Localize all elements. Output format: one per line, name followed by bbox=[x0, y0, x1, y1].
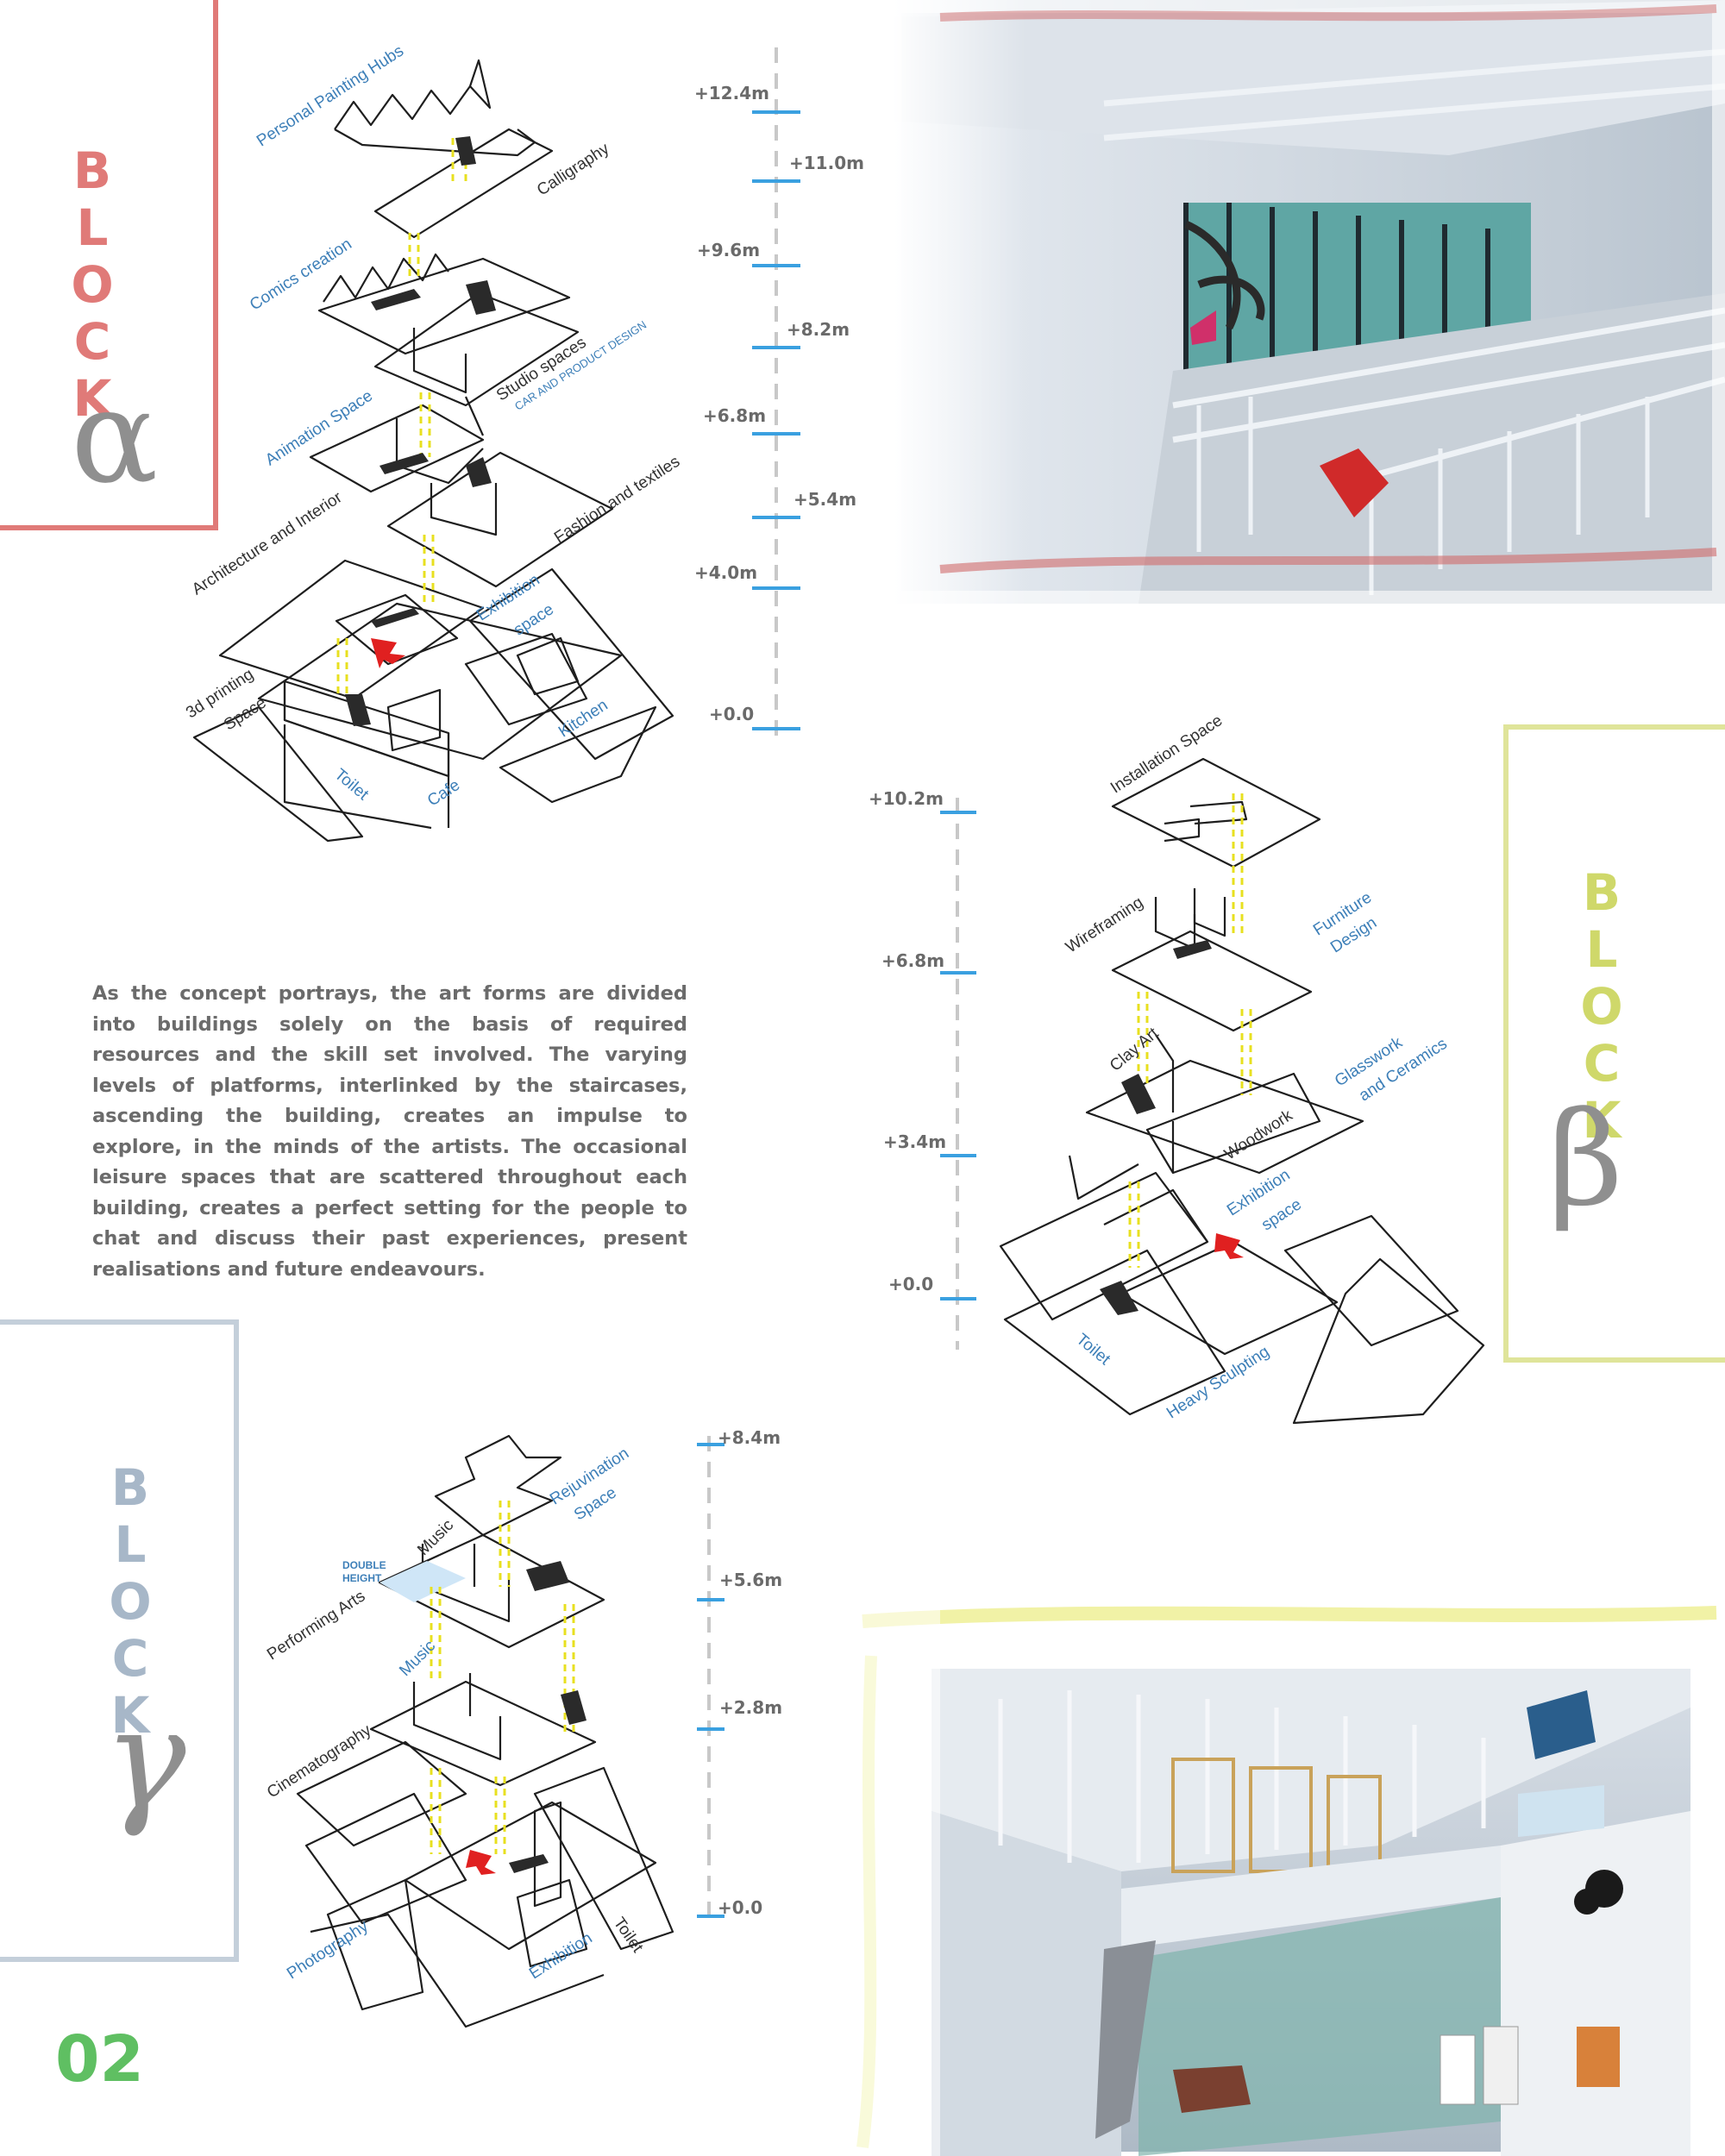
level-label: +5.4m bbox=[794, 489, 857, 510]
block-gamma-letter: C bbox=[111, 1629, 149, 1688]
block-alpha-frame bbox=[0, 0, 218, 530]
label-double-height-2: HEIGHT bbox=[342, 1572, 382, 1584]
block-alpha-greek: α bbox=[71, 362, 159, 512]
block-beta-greek: β bbox=[1548, 1085, 1623, 1235]
level-label: +12.4m bbox=[694, 83, 769, 103]
level-label: +0.0 bbox=[888, 1274, 934, 1294]
block-alpha-letter: C bbox=[73, 312, 111, 371]
block-beta-frame bbox=[1503, 724, 1725, 1363]
page-number: 02 bbox=[55, 2022, 144, 2096]
block-alpha-letter: B bbox=[72, 141, 112, 200]
block-gamma-greek: γ bbox=[104, 1678, 186, 1839]
level-label: +8.2m bbox=[787, 319, 850, 340]
level-label: +5.6m bbox=[719, 1570, 783, 1590]
level-label: +9.6m bbox=[697, 240, 761, 260]
block-beta-letter: L bbox=[1585, 920, 1618, 979]
block-beta-letter: O bbox=[1580, 977, 1623, 1036]
concept-description: As the concept portrays, the art forms a… bbox=[92, 982, 687, 1281]
block-alpha-letter: O bbox=[71, 255, 114, 314]
block-beta-title: B L O C K bbox=[1571, 864, 1632, 1149]
block-gamma-letter: O bbox=[109, 1572, 152, 1631]
level-label: +0.0 bbox=[709, 704, 755, 724]
level-label: +10.2m bbox=[869, 788, 944, 809]
block-alpha-letter: K bbox=[72, 369, 112, 428]
interior-render-bottom bbox=[845, 1587, 1725, 2156]
level-label: +6.8m bbox=[703, 405, 767, 426]
block-gamma-letter: B bbox=[110, 1458, 150, 1517]
level-label: +6.8m bbox=[881, 950, 945, 971]
block-gamma-title: B L O C K bbox=[100, 1459, 160, 1744]
block-gamma-letter: L bbox=[114, 1515, 147, 1574]
level-label: +4.0m bbox=[694, 562, 758, 583]
label-double-height: DOUBLE bbox=[342, 1559, 386, 1571]
block-gamma-frame bbox=[0, 1319, 239, 1962]
block-alpha-letter: L bbox=[76, 198, 109, 257]
block-alpha-title: B L O C K bbox=[62, 142, 122, 427]
block-beta-letter: C bbox=[1583, 1034, 1621, 1093]
level-label: +2.8m bbox=[719, 1697, 783, 1718]
block-beta-letter: B bbox=[1582, 863, 1622, 922]
level-label: +0.0 bbox=[718, 1897, 763, 1918]
level-label: +3.4m bbox=[883, 1131, 947, 1152]
interior-render-top bbox=[888, 0, 1725, 604]
level-label: +11.0m bbox=[789, 153, 864, 173]
block-beta-letter: K bbox=[1582, 1091, 1622, 1150]
block-gamma-letter: K bbox=[110, 1686, 150, 1745]
level-label: +8.4m bbox=[718, 1427, 781, 1448]
